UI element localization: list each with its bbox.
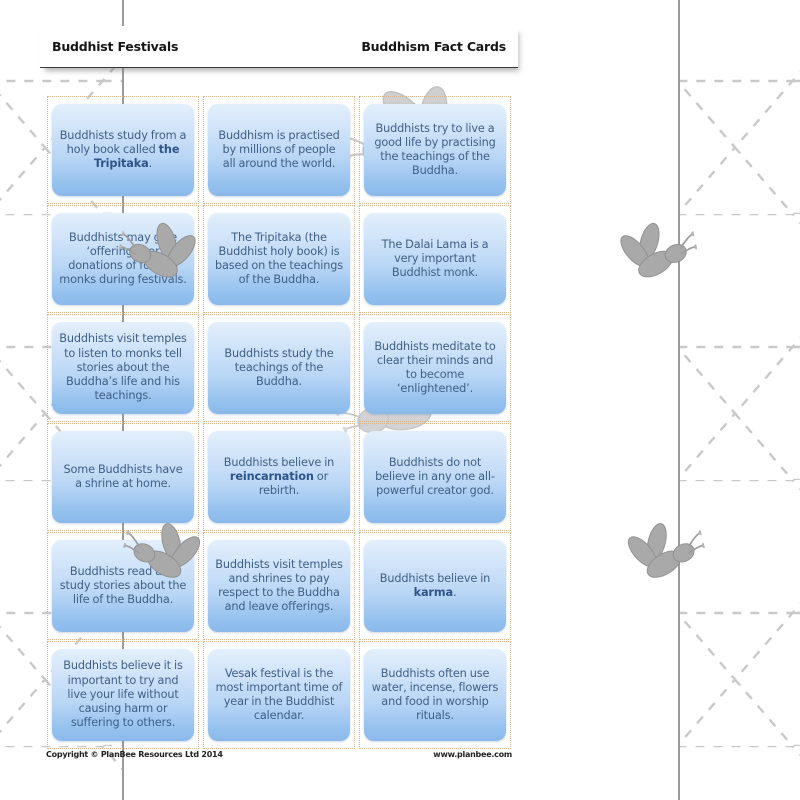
fact-card-text: Buddhists meditate to clear their minds … <box>374 339 496 396</box>
fact-card-text: Buddhists try to live a good life by pra… <box>374 121 496 178</box>
fact-card-text: Buddhists do not believe in any one all-… <box>375 455 495 498</box>
fact-card-text: The Tripitaka (the Buddhist holy book) i… <box>215 230 344 287</box>
cut-cell: Some Buddhists have a shrine at home. <box>47 423 199 531</box>
fact-card-text: Buddhists study the teachings of the Bud… <box>224 346 334 389</box>
cut-cell: Buddhists try to live a good life by pra… <box>359 96 511 204</box>
fact-card-text: Buddhists study from a holy book called … <box>59 128 187 171</box>
cut-cell: Buddhists often use water, incense, flow… <box>359 641 511 749</box>
fact-card-text: Buddhists visit temples to listen to mon… <box>59 332 187 403</box>
fact-card[interactable]: Buddhists often use water, incense, flow… <box>364 649 506 741</box>
cut-cell: The Dalai Lama is a very important Buddh… <box>359 205 511 313</box>
cut-cell: Buddhism is practised by millions of peo… <box>203 96 355 204</box>
fact-card-grid: Buddhists study from a holy book called … <box>47 96 511 749</box>
fact-card[interactable]: Buddhists may give ‘offerings’, or donat… <box>52 213 194 305</box>
fact-card[interactable]: Buddhists believe in karma. <box>364 540 506 632</box>
fact-card[interactable]: Buddhists study the teachings of the Bud… <box>208 322 350 414</box>
fact-card[interactable]: Buddhists believe it is important to try… <box>52 649 194 741</box>
cut-cell: Buddhists do not believe in any one all-… <box>359 423 511 531</box>
page-title-right: Buddhism Fact Cards <box>361 39 506 54</box>
fact-card-text: Buddhists believe in karma. <box>379 571 491 599</box>
footer: Copyright © PlanBee Resources Ltd 2014 w… <box>46 750 512 759</box>
cut-cell: Buddhists believe in karma. <box>359 532 511 640</box>
page-title-left: Buddhist Festivals <box>52 39 179 54</box>
website-link[interactable]: www.planbee.com <box>433 750 512 759</box>
fact-card[interactable]: Buddhists meditate to clear their minds … <box>364 322 506 414</box>
cut-cell: The Tripitaka (the Buddhist holy book) i… <box>203 205 355 313</box>
fact-card[interactable]: Some Buddhists have a shrine at home. <box>52 431 194 523</box>
cut-cell: Buddhists visit temples and shrines to p… <box>203 532 355 640</box>
fact-card-text: Buddhists believe in reincarnation or re… <box>223 455 335 498</box>
fact-card[interactable]: The Tripitaka (the Buddhist holy book) i… <box>208 213 350 305</box>
copyright-text: Copyright © PlanBee Resources Ltd 2014 <box>46 750 223 759</box>
fact-card[interactable]: Buddhists visit temples to listen to mon… <box>52 322 194 414</box>
fact-card[interactable]: Buddhists do not believe in any one all-… <box>364 431 506 523</box>
fact-card-text: Buddhism is practised by millions of peo… <box>218 128 340 171</box>
cut-cell: Buddhists may give ‘offerings’, or donat… <box>47 205 199 313</box>
cut-cell: Buddhists study the teachings of the Bud… <box>203 314 355 422</box>
fact-card-text: Buddhists visit temples and shrines to p… <box>215 557 343 614</box>
fact-card[interactable]: Buddhists read and study stories about t… <box>52 540 194 632</box>
fact-card-text: Buddhists read and study stories about t… <box>59 564 187 607</box>
fact-card[interactable]: Vesak festival is the most important tim… <box>208 649 350 741</box>
header: Buddhist Festivals Buddhism Fact Cards <box>40 26 518 68</box>
cut-cell: Buddhists visit temples to listen to mon… <box>47 314 199 422</box>
fact-card[interactable]: Buddhists study from a holy book called … <box>52 104 194 196</box>
fact-card-text: Some Buddhists have a shrine at home. <box>63 462 183 490</box>
fact-card[interactable]: Buddhists try to live a good life by pra… <box>364 104 506 196</box>
fact-card-text: Vesak festival is the most important tim… <box>215 666 343 723</box>
cut-cell: Vesak festival is the most important tim… <box>203 641 355 749</box>
fact-card[interactable]: Buddhists visit temples and shrines to p… <box>208 540 350 632</box>
fact-card[interactable]: Buddhism is practised by millions of peo… <box>208 104 350 196</box>
fact-card-text: The Dalai Lama is a very important Buddh… <box>381 237 489 280</box>
cut-cell: Buddhists meditate to clear their minds … <box>359 314 511 422</box>
cut-cell: Buddhists believe in reincarnation or re… <box>203 423 355 531</box>
cut-cell: Buddhists believe it is important to try… <box>47 641 199 749</box>
fact-card[interactable]: Buddhists believe in reincarnation or re… <box>208 431 350 523</box>
fact-card-text: Buddhists often use water, incense, flow… <box>371 666 499 723</box>
fact-card-text: Buddhists believe it is important to try… <box>63 659 183 730</box>
cut-cell: Buddhists read and study stories about t… <box>47 532 199 640</box>
fact-card-text: Buddhists may give ‘offerings’, or donat… <box>59 230 187 287</box>
cut-cell: Buddhists study from a holy book called … <box>47 96 199 204</box>
fact-card[interactable]: The Dalai Lama is a very important Buddh… <box>364 213 506 305</box>
